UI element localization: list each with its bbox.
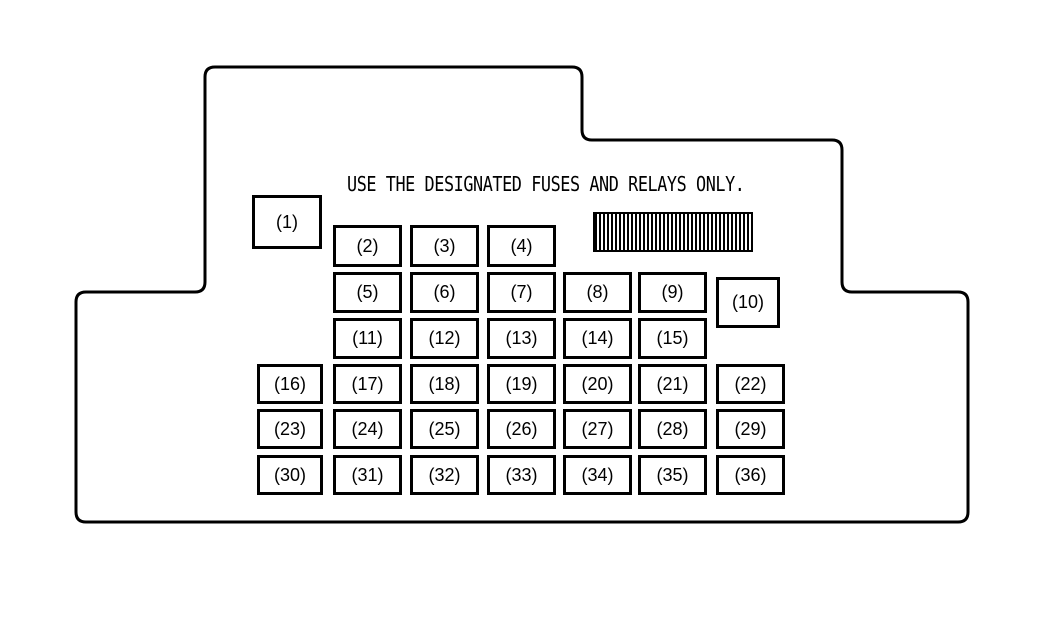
fuse-slot-31: (31) [333,455,402,495]
fuse-slot-32: (32) [410,455,479,495]
fuse-slot-12: (12) [410,318,479,359]
fuse-slot-22: (22) [716,364,785,404]
fuse-slot-17: (17) [333,364,402,404]
fuse-slot-34: (34) [563,455,632,495]
fuse-slot-20: (20) [563,364,632,404]
fuse-slot-1: (1) [252,195,322,249]
fuse-slot-28: (28) [638,409,707,449]
fuse-slot-7: (7) [487,272,556,313]
fuse-slot-36: (36) [716,455,785,495]
fuse-slot-4: (4) [487,225,556,267]
fuse-slot-14: (14) [563,318,632,359]
fuse-slot-15: (15) [638,318,707,359]
barcode [593,212,753,252]
fuse-slot-23: (23) [257,409,323,449]
fuse-slot-9: (9) [638,272,707,313]
fuse-slot-29: (29) [716,409,785,449]
fuse-slot-27: (27) [563,409,632,449]
fuse-slot-19: (19) [487,364,556,404]
fuse-slot-6: (6) [410,272,479,313]
fuse-slot-30: (30) [257,455,323,495]
fuse-slot-21: (21) [638,364,707,404]
fuse-slot-35: (35) [638,455,707,495]
fuse-slot-24: (24) [333,409,402,449]
fuse-slot-3: (3) [410,225,479,267]
fuse-slot-10: (10) [716,277,780,328]
fuse-slot-5: (5) [333,272,402,313]
fuse-slot-16: (16) [257,364,323,404]
fuse-slot-13: (13) [487,318,556,359]
fuse-slot-25: (25) [410,409,479,449]
notice-text: USE THE DESIGNATED FUSES AND RELAYS ONLY… [347,172,745,196]
fuse-slot-26: (26) [487,409,556,449]
fuse-slot-11: (11) [333,318,402,359]
fuse-slot-33: (33) [487,455,556,495]
fuse-slot-18: (18) [410,364,479,404]
fuse-slot-2: (2) [333,225,402,267]
fuse-slot-8: (8) [563,272,632,313]
